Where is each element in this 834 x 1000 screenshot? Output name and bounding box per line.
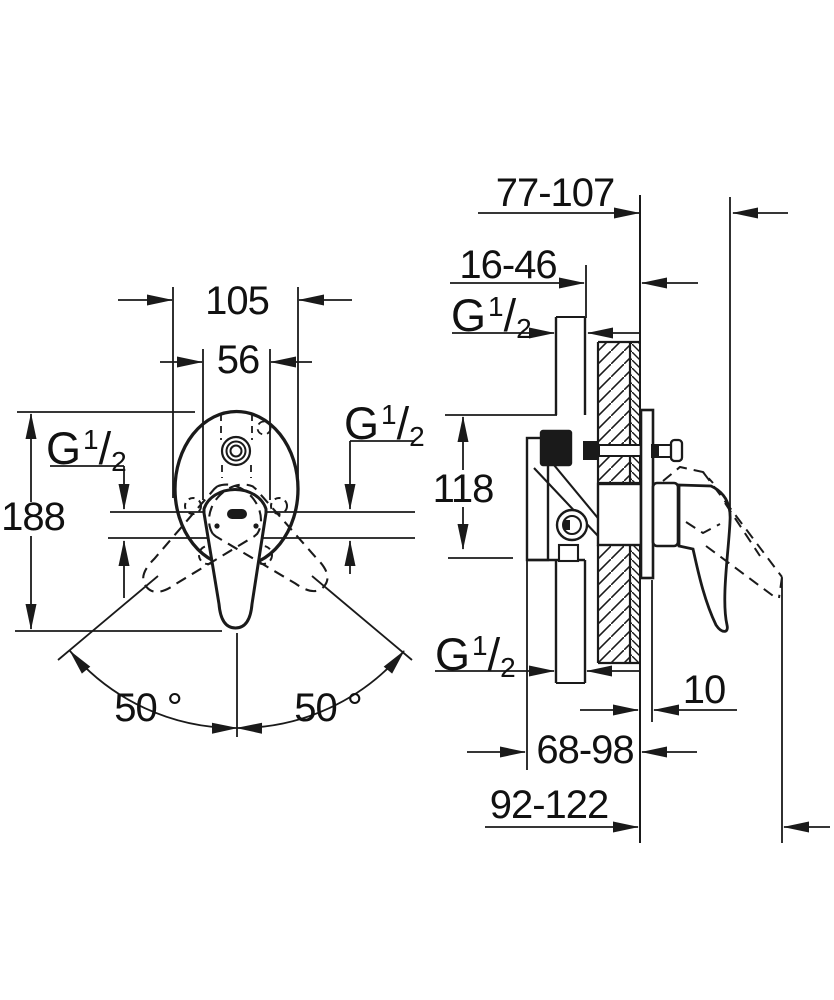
outlet-port xyxy=(555,508,589,542)
thread-base: G xyxy=(46,423,82,474)
lever-mousehole xyxy=(227,509,247,519)
thread-slash: / xyxy=(503,290,517,341)
dim-embedment-label: 16-46 xyxy=(459,243,557,287)
trim-set-side xyxy=(639,408,783,633)
swing-angle-dimension xyxy=(57,575,413,737)
thread-base: G xyxy=(344,398,380,449)
supply-pipe xyxy=(554,316,587,684)
thread-sup: 1 xyxy=(83,424,99,455)
lever-dot-right xyxy=(253,523,259,529)
front-view xyxy=(15,287,415,737)
handle-screw-cap xyxy=(669,438,684,463)
thread-slash: / xyxy=(98,423,112,474)
thread-label-side-top: G1/2 xyxy=(451,290,532,343)
dim-total-height-label: 188 xyxy=(1,495,66,539)
thread-base: G xyxy=(451,290,487,341)
thread-sub: 2 xyxy=(111,446,127,477)
dim-body-depth-label: 68-98 xyxy=(536,728,634,772)
dim-outer-width-label: 105 xyxy=(205,279,270,323)
thread-sub: 2 xyxy=(516,313,532,344)
side-view xyxy=(435,195,830,843)
dim-plate-clearance-label: 10 xyxy=(682,668,726,712)
swing-angle-left-label: 50 ° xyxy=(114,686,183,730)
swing-angle-right-label: 50 ° xyxy=(294,686,363,730)
dim-total-depth-label: 92-122 xyxy=(489,783,610,827)
dim-cartridge-width-label: 56 xyxy=(216,338,260,382)
thread-label-front-left: G1/2 xyxy=(46,423,127,476)
lever-side-raised-position xyxy=(662,465,783,599)
thread-sub: 2 xyxy=(500,652,516,683)
cartridge-housing xyxy=(596,482,643,547)
thread-sup: 1 xyxy=(381,399,397,430)
escutcheon-plate-side xyxy=(639,408,655,580)
side-dimension-lines xyxy=(435,207,830,833)
thread-slash: / xyxy=(487,629,501,680)
dim-connection-height-label: 118 xyxy=(432,467,495,511)
thread-sup: 1 xyxy=(472,630,488,661)
thread-sub: 2 xyxy=(409,421,425,452)
front-dimension-lines xyxy=(15,287,415,632)
thread-sup: 1 xyxy=(488,291,504,322)
union-nut xyxy=(539,429,573,467)
thread-base: G xyxy=(435,629,471,680)
dim-wall-distance-label: 77-107 xyxy=(495,171,616,215)
valve-body xyxy=(525,429,643,563)
thread-label-side-bottom: G1/2 xyxy=(435,629,516,682)
valve-foot xyxy=(557,543,580,563)
handle-body-side xyxy=(651,481,680,548)
wall-section xyxy=(596,340,640,665)
fixing-screw xyxy=(598,444,642,457)
thread-label-front-right: G1/2 xyxy=(344,398,425,451)
lever-dot-left xyxy=(214,523,220,529)
thread-slash: / xyxy=(396,398,410,449)
